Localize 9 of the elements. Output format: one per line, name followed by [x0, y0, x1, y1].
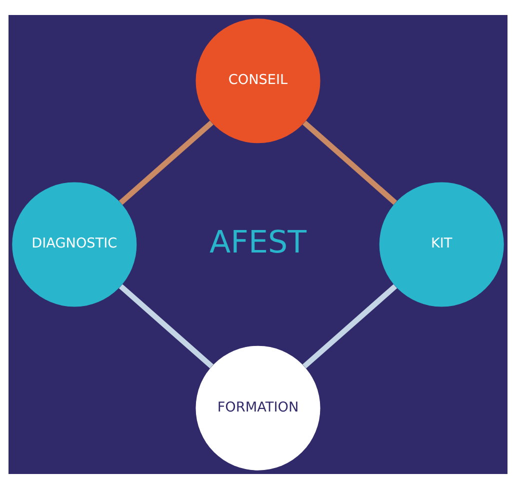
node-circle: CONSEIL — [196, 18, 320, 143]
connector — [302, 284, 398, 368]
connector — [118, 284, 214, 368]
label: AFEST — [210, 224, 306, 260]
node-circle: DIAGNOSTIC — [12, 182, 137, 306]
connector — [118, 120, 214, 204]
connector — [302, 120, 398, 204]
node-circle: FORMATION — [196, 345, 320, 470]
node-circle: KIT — [379, 182, 504, 306]
